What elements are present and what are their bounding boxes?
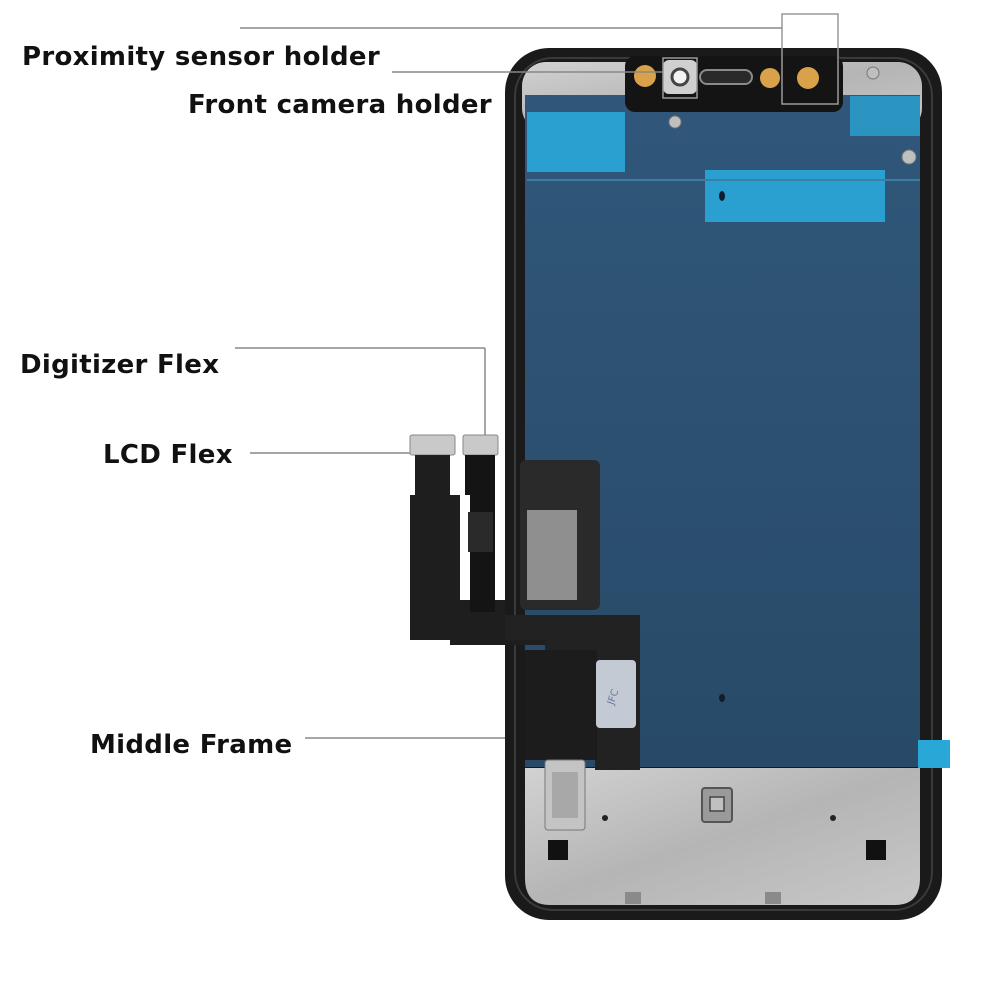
lcd-flex-connector [462,434,499,456]
cyan-tape-bottom-right [918,740,950,768]
cyan-tape-middle [705,170,885,222]
front-camera-lens [670,67,690,87]
label-front-camera-holder: Front camera holder [188,90,492,120]
flex-sticker [596,660,636,728]
flex-plate-lower [525,650,597,760]
plate-dot-left [602,815,608,821]
screw-right [901,149,917,165]
label-proximity-sensor-holder: Proximity sensor holder [22,42,380,72]
proximity-sensor-pad-left [634,65,656,87]
proximity-callout-box [781,13,839,105]
proximity-sensor-pad-right [760,68,780,88]
flex-metal-tab-inner [552,772,578,818]
camera-callout-box [662,57,698,99]
label-middle-frame: Middle Frame [90,730,293,760]
flex-plate-upper-metal [527,510,577,600]
plate-clip-1 [625,892,641,904]
plate-center-connector-inner [709,796,725,812]
cyan-tape-top-left [527,112,625,172]
flex-ribbon [505,615,640,770]
screw-top [668,115,682,129]
lcd-flex-stiffener [468,512,493,552]
speaker-grille [699,69,753,85]
plate-dot-right [830,815,836,821]
bottom-metal-plate [525,768,920,905]
plate-square-right [866,840,886,860]
label-digitizer-flex: Digitizer Flex [20,350,220,380]
flex-sticker-text: JFC [605,688,621,707]
plate-square-left [548,840,568,860]
proximity-sensor-holder [797,67,819,89]
screw-corner [866,66,880,80]
digitizer-flex-connector [409,434,456,456]
cyan-tape-top-right [850,96,920,136]
plate-clip-2 [765,892,781,904]
label-lcd-flex: LCD Flex [103,440,233,470]
panel-hole-bottom [719,694,725,702]
panel-hole-top [719,191,725,201]
